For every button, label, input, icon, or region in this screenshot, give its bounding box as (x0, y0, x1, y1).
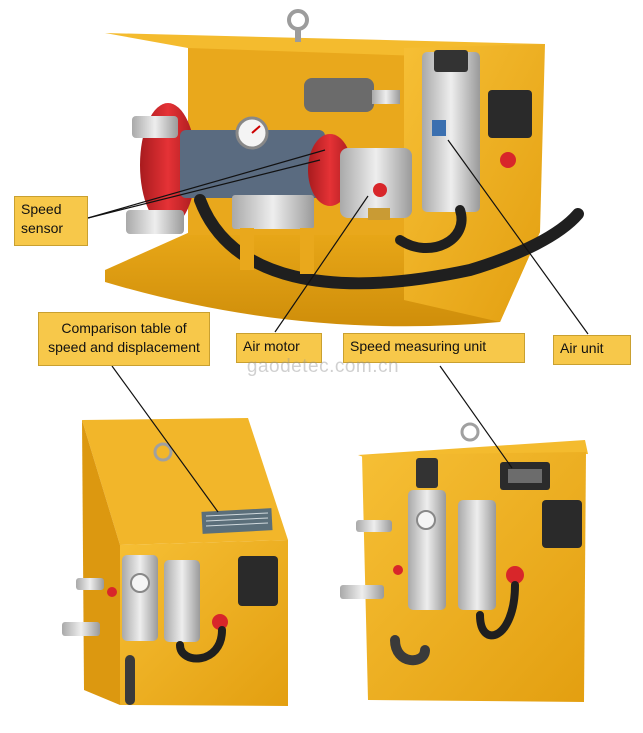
comparison-table-lines (205, 512, 269, 527)
callout-air-motor: Air motor (236, 333, 322, 363)
red-valve-handle-right (500, 152, 516, 168)
br-eye-bolt (460, 422, 480, 442)
support-leg-right (300, 228, 314, 274)
comparison-table-plate (201, 508, 273, 534)
pump-left-port-bottom (126, 210, 184, 234)
br-frl-left (408, 490, 446, 610)
top-eye-bolt-stem (295, 28, 301, 42)
leader-air-unit (447, 139, 589, 335)
br-junction-box (542, 500, 582, 548)
support-leg-left (240, 228, 254, 270)
leader-speed-sensor-b (87, 159, 321, 219)
brass-fitting (368, 208, 390, 220)
air-unit-body (422, 52, 480, 212)
bl-frl-right (164, 560, 200, 642)
bl-junction-box (238, 556, 278, 606)
bl-outlet-fitting (62, 622, 100, 636)
br-frl-cap (416, 458, 438, 488)
air-motor-body (340, 148, 412, 218)
bl-top-fitting (76, 578, 104, 590)
muffler-pipe (372, 90, 400, 104)
br-frl-right (458, 500, 496, 610)
bottom-right-unit-photo (340, 422, 588, 702)
bl-frl-left (122, 555, 158, 641)
br-red-valve (506, 566, 524, 584)
speed-measuring-display-screen (508, 469, 542, 483)
top-hose (194, 194, 584, 290)
air-unit-gauge (432, 120, 446, 136)
bl-hose (176, 626, 226, 663)
muffler (304, 78, 374, 112)
bl-eye-bolt (153, 442, 173, 462)
top-junction-box (488, 90, 532, 138)
callout-air-unit: Air unit (553, 335, 631, 365)
leader-speed-sensor-a (87, 149, 326, 219)
br-gauge (416, 510, 436, 530)
top-hose-short (395, 205, 467, 254)
top-unit-photo (105, 9, 584, 327)
watermark-text: gaodetec.com.cn (246, 356, 400, 377)
pump-left-port-top (132, 116, 178, 138)
bl-gauge (130, 573, 150, 593)
br-hose (476, 581, 519, 640)
callout-speed-measuring-unit: Speed measuring unit (343, 333, 525, 363)
gauge-needle (251, 125, 261, 134)
bl-red-valve (212, 614, 228, 630)
br-outlet-fitting (340, 585, 384, 599)
leader-lines (87, 139, 589, 513)
manifold-block (232, 195, 314, 229)
leader-air-motor (274, 195, 369, 333)
callout-speed-sensor: Speed sensor (14, 196, 88, 246)
leader-comparison-table (111, 365, 219, 513)
bottom-left-unit-photo (62, 418, 288, 706)
callout-comparison-table: Comparison table of speed and displaceme… (38, 312, 210, 366)
br-bottom-hose (390, 635, 430, 666)
bl-red-valve-small (107, 587, 117, 597)
air-unit-cap (434, 50, 468, 72)
leader-speed-measuring-unit (439, 365, 513, 469)
red-valve-handle-top (373, 183, 387, 197)
br-red-valve-small (393, 565, 403, 575)
br-top-fitting (356, 520, 392, 532)
top-eye-bolt (287, 9, 309, 31)
